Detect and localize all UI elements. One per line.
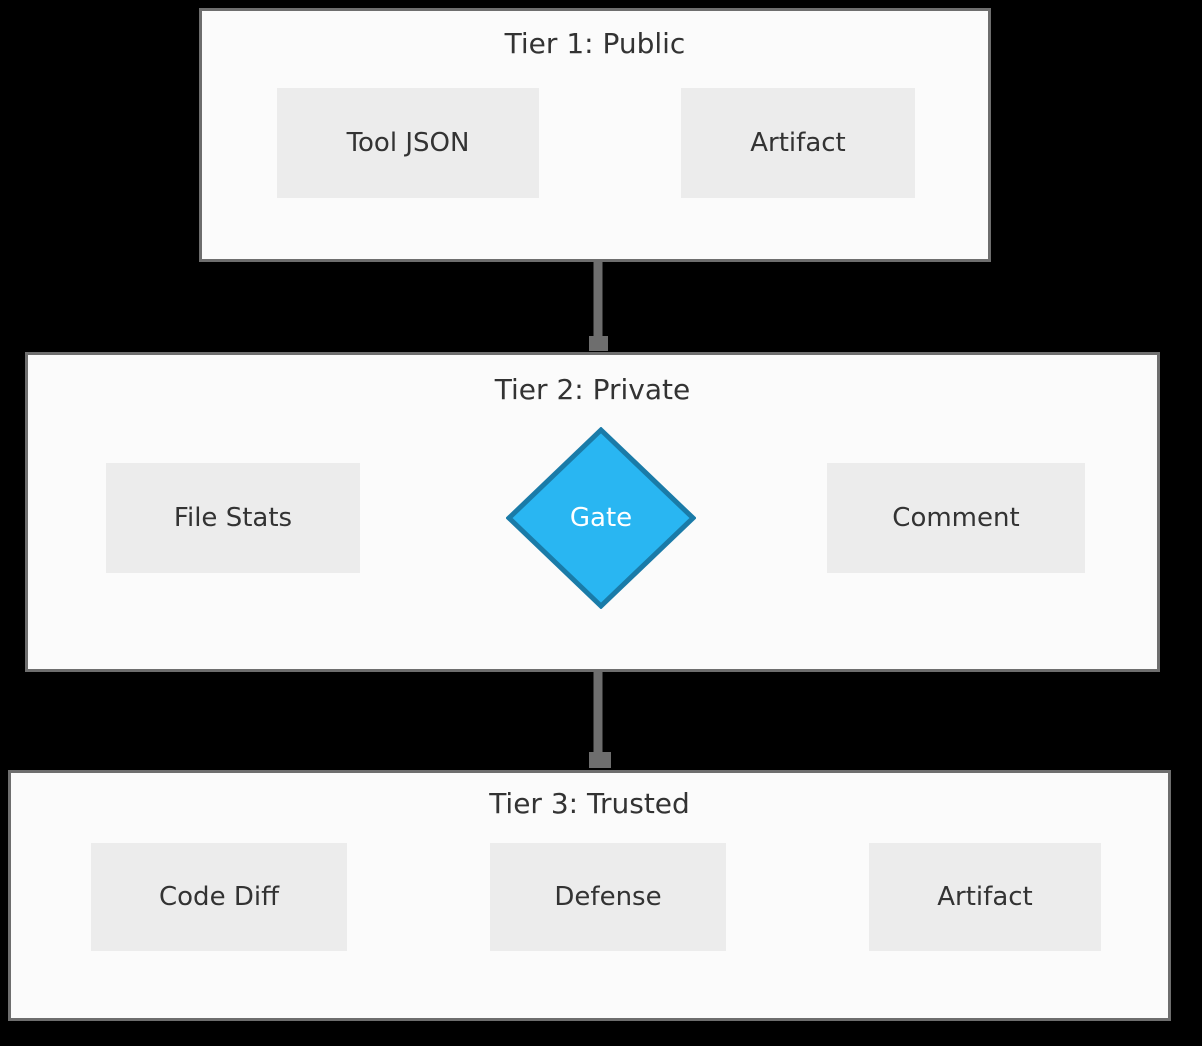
node-file-stats[interactable]: File Stats: [106, 463, 360, 573]
node-label-file-stats: File Stats: [173, 503, 293, 533]
node-label-code-diff: Code Diff: [159, 882, 279, 912]
tier-title-1: Tier 1: Public: [504, 27, 686, 60]
node-tool-json[interactable]: Tool JSON: [277, 88, 539, 198]
tier-link-1-to-2: [589, 262, 608, 351]
tier-title-3: Tier 3: Trusted: [489, 787, 690, 820]
node-artifact-tier1[interactable]: Artifact: [681, 88, 915, 198]
node-label-defense: Defense: [554, 882, 662, 912]
node-label-artifact-tier3: Artifact: [937, 882, 1033, 912]
diamond-shape-icon: [506, 427, 696, 609]
node-artifact-tier3[interactable]: Artifact: [869, 843, 1101, 951]
node-label-comment: Comment: [892, 503, 1020, 533]
tier-container-3[interactable]: Tier 3: Trusted Code Diff Defense Artifa…: [8, 770, 1171, 1021]
tier-container-2[interactable]: Tier 2: Private File Stats Gate Comment: [25, 352, 1160, 672]
node-gate-decision[interactable]: Gate: [506, 427, 696, 609]
tier-link-2-to-3: [589, 672, 611, 768]
node-defense[interactable]: Defense: [490, 843, 726, 951]
tier-title-2: Tier 2: Private: [494, 373, 691, 406]
node-label-artifact-tier1: Artifact: [750, 128, 846, 158]
node-code-diff[interactable]: Code Diff: [91, 843, 347, 951]
node-comment[interactable]: Comment: [827, 463, 1085, 573]
tier-container-1[interactable]: Tier 1: Public Tool JSON Artifact: [199, 8, 991, 262]
node-label-tool-json: Tool JSON: [346, 128, 470, 158]
node-label-gate: Gate: [569, 503, 633, 533]
